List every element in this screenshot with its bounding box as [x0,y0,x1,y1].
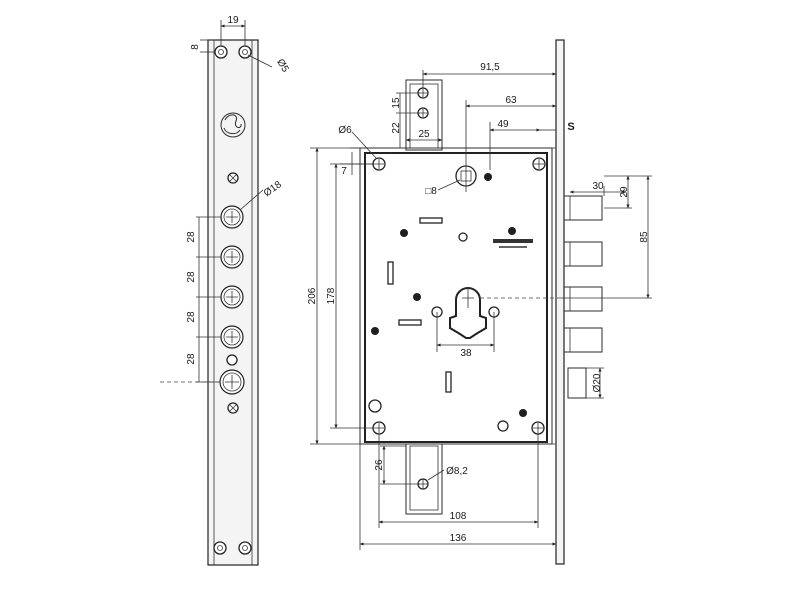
pitch-dimension-group: 28 28 28 28 [186,216,221,383]
dim-label-206: 206 [307,287,318,304]
dim-label-s: S [567,121,574,133]
case-rivet [508,227,516,235]
case-rivet [371,327,379,335]
deadbolt [564,195,603,221]
dim-label-29: 29 [619,186,630,198]
strip-small-hole [226,354,238,366]
case-hole [497,420,509,432]
lock-case-view: 38 [307,39,652,565]
dim-label-o5: Ø5 [274,57,290,74]
dim-label-108: 108 [450,511,467,522]
deadbolt [564,286,603,312]
case-rivet [458,232,468,242]
strip-fixing-hole-inner [218,49,224,55]
case-rivet [484,173,492,181]
dim-label-o20: Ø20 [592,373,603,392]
dim-label-178: 178 [326,287,337,304]
dim-label-7: 7 [341,166,347,177]
deadbolt-group [564,195,603,399]
dim-label-15: 15 [391,97,402,109]
strip-fixing-hole [214,45,228,59]
dim-label-o6: Ø6 [338,125,352,136]
case-slot [445,371,452,393]
deadbolt [564,327,603,353]
strip-bolt-holes [219,205,245,395]
latch-bolt [567,367,587,399]
dim-label-91-5: 91,5 [480,62,500,73]
strip-fixing-hole [213,541,227,555]
dim-label-49: 49 [497,119,509,130]
bottom-bracket [405,443,443,515]
dim-label-25: 25 [418,129,430,140]
dim-label-19: 19 [227,15,239,26]
dim-label-85: 85 [639,231,650,243]
case-rivet [400,229,408,237]
dim-label-sq8: □8 [425,186,437,197]
dim-label-28: 28 [186,311,197,323]
dim-label-30: 30 [592,181,604,192]
case-slot [387,261,394,285]
dim-label-o8-2: Ø8,2 [446,466,468,477]
faceplate-strip-view: 19 8 Ø5 [160,15,291,566]
dim-label-26: 26 [374,459,385,471]
dim-label-136: 136 [450,533,467,544]
dim-label-8: 8 [190,44,201,50]
case-hole [368,399,382,413]
dim-label-63: 63 [505,95,517,106]
case-rivet [413,293,421,301]
dim-label-38: 38 [460,348,472,359]
dim-label-28: 28 [186,271,197,283]
top-bracket [405,79,443,151]
lock-case-body [364,152,548,443]
lock-faceplate [555,39,565,565]
case-rivet [519,409,527,417]
dim-label-28: 28 [186,231,197,243]
case-brand-mark-icon [493,239,533,248]
brand-logo-icon [220,112,246,138]
deadbolt [564,241,603,267]
case-slot [419,217,443,224]
dim-label-o18: Ø18 [262,179,284,199]
strip-fixing-hole [238,541,252,555]
strip-fixing-hole [238,45,252,59]
dim-label-28: 28 [186,353,197,365]
leader-line-o5 [247,54,273,68]
dim-label-22: 22 [391,122,402,134]
cylinder-cutout [431,287,500,352]
strip-fixing-hole-inner [242,49,248,55]
lock-dimension-lines [310,70,652,550]
case-slot [398,319,422,326]
leader-line-o18 [239,189,264,211]
